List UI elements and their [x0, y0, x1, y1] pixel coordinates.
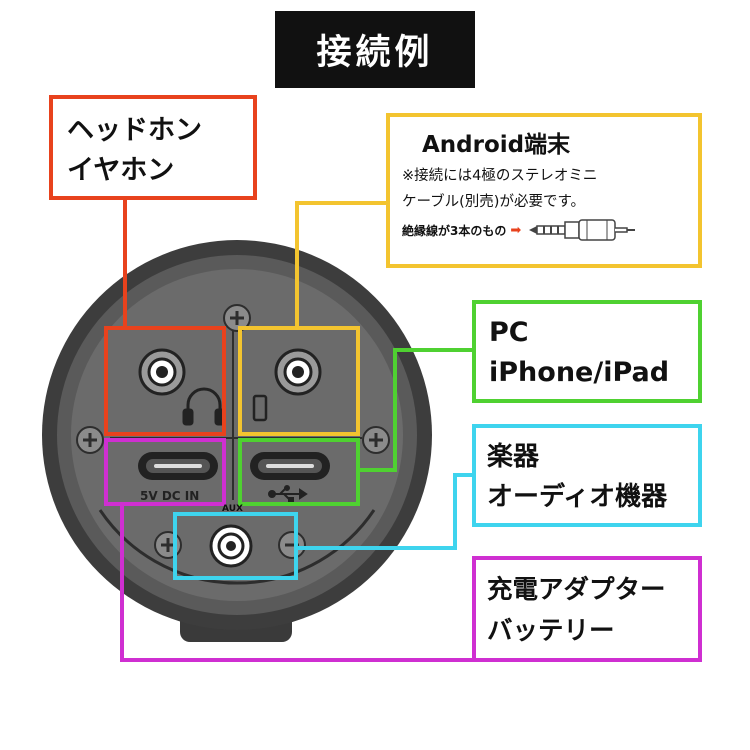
iphone-ipad-label: iPhone/iPad — [489, 357, 670, 388]
android-note-line-2: ケーブル(別売)が必要です。 — [402, 194, 585, 210]
audio-equipment-label: オーディオ機器 — [487, 482, 668, 512]
headphone-port-highlight — [104, 326, 226, 436]
instrument-label: 楽器 — [487, 442, 540, 472]
device-face-curve — [98, 509, 376, 585]
android-heading: Android端末 — [422, 132, 571, 158]
earphone-label: イヤホン — [67, 155, 175, 186]
audio-jack-icon — [209, 524, 253, 568]
audio-jack-icon — [138, 348, 186, 396]
battery-label: バッテリー — [487, 616, 615, 646]
aux-label: AUX — [222, 504, 243, 514]
charger-label: 充電アダプター — [487, 575, 666, 605]
screw-icon — [223, 304, 251, 332]
screw-icon — [154, 531, 182, 559]
dc-in-label: 5V DC IN — [140, 489, 200, 503]
trrs-plug-icon — [529, 219, 636, 241]
dc-port-highlight — [104, 438, 226, 506]
instrument-label-box: 楽器 オーディオ機器 — [472, 424, 702, 527]
android-note-line-1: ※接続には4極のステレオミニ — [402, 168, 598, 184]
android-label-box: Android端末 ※接続には4極のステレオミニ ケーブル(別売)が必要です。 … — [386, 113, 702, 268]
audio-interface-device — [42, 240, 432, 642]
phone-icon — [252, 394, 268, 422]
android-connector — [295, 201, 386, 328]
pc-connector — [358, 348, 472, 472]
headphone-label: ヘッドホン — [67, 115, 202, 146]
charger-connector — [120, 504, 472, 662]
pc-label-box: PC iPhone/iPad — [472, 300, 702, 403]
audio-jack-icon — [274, 348, 322, 396]
usb-c-port-icon — [138, 452, 218, 480]
screw-icon — [76, 426, 104, 454]
cable-requirement-text: 絶縁線が3本のもの — [402, 223, 507, 238]
charger-label-box: 充電アダプター バッテリー — [472, 556, 702, 662]
screw-icon — [362, 426, 390, 454]
arrow-right-icon: ➡ — [510, 222, 522, 238]
headphone-label-box: ヘッドホン イヤホン — [49, 95, 257, 200]
cable-requirement-row: 絶縁線が3本のもの ➡ — [402, 219, 698, 241]
page-title: 接続例 — [275, 11, 475, 88]
usb-c-port-icon — [250, 452, 330, 480]
instrument-connector — [296, 473, 472, 550]
screw-icon — [278, 531, 306, 559]
pc-label: PC — [489, 317, 529, 348]
